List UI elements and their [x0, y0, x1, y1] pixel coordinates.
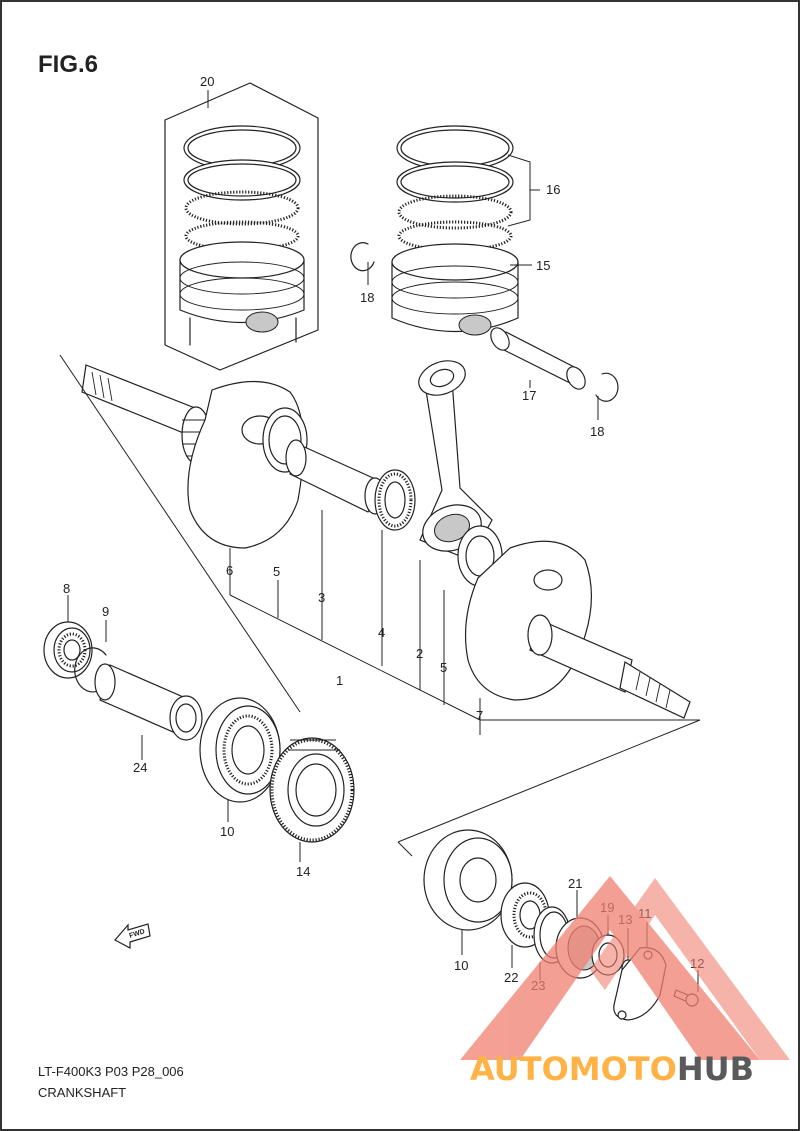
callout-9: 9 — [102, 604, 109, 619]
callout-18-lower: 18 — [590, 424, 604, 439]
circlip-18-upper — [350, 242, 375, 272]
callout-2: 2 — [416, 646, 423, 661]
callout-numbers: 20 16 15 18 17 18 6 5 3 4 2 5 1 7 8 9 24… — [63, 74, 704, 993]
callout-5-left: 5 — [273, 564, 280, 579]
watermark-logo: AUTOMOTOHUB — [460, 876, 790, 1088]
circlip-9 — [74, 647, 107, 693]
callout-20: 20 — [200, 74, 214, 89]
needle-bearing-4 — [374, 469, 416, 531]
callout-10-right: 10 — [454, 958, 468, 973]
watermark-text-part1: AUTOMOTO — [470, 1050, 677, 1088]
callout-1: 1 — [336, 673, 343, 688]
bearing-10-left — [199, 697, 281, 803]
assembly-bracket — [59, 354, 700, 735]
circlip-18-lower — [595, 372, 619, 402]
callout-14: 14 — [296, 864, 310, 879]
piston-rings-16 — [396, 125, 514, 252]
bearing-8 — [43, 621, 93, 679]
watermark-text: AUTOMOTOHUB — [470, 1050, 754, 1088]
watermark-triangle-icon — [460, 876, 790, 1060]
callout-18-upper: 18 — [360, 290, 374, 305]
callout-3: 3 — [318, 590, 325, 605]
fwd-arrow-icon: FWD — [114, 923, 151, 949]
callout-8: 8 — [63, 581, 70, 596]
footer-section-name: CRANKSHAFT — [38, 1085, 126, 1100]
callout-15: 15 — [536, 258, 550, 273]
footer-model-code: LT-F400K3 P03 P28_006 — [38, 1064, 184, 1079]
sleeve-24 — [94, 663, 203, 741]
right-group-bracket — [397, 719, 701, 857]
watermark-text-part2: HUB — [677, 1050, 754, 1088]
callout-5-right: 5 — [440, 660, 447, 675]
crankshaft-left-6 — [81, 364, 308, 549]
callout-17: 17 — [522, 388, 536, 403]
callout-16: 16 — [546, 182, 560, 197]
callout-7: 7 — [476, 708, 483, 723]
piston-pin-17 — [490, 327, 586, 390]
callout-6: 6 — [226, 563, 233, 578]
callout-22: 22 — [504, 970, 518, 985]
fwd-label: FWD — [128, 928, 145, 940]
callout-24: 24 — [133, 760, 147, 775]
callout-10-left: 10 — [220, 824, 234, 839]
piston-15 — [391, 243, 519, 336]
piston-set-20 — [164, 82, 319, 371]
leader-lines — [67, 90, 699, 992]
callout-21: 21 — [568, 876, 582, 891]
bearing-10-right — [423, 829, 513, 931]
figure-title: FIG.6 — [38, 51, 98, 78]
crank-pin-3 — [285, 439, 386, 515]
crankshaft-right-7 — [464, 540, 691, 719]
callout-4: 4 — [378, 625, 385, 640]
gear-14 — [269, 737, 355, 843]
